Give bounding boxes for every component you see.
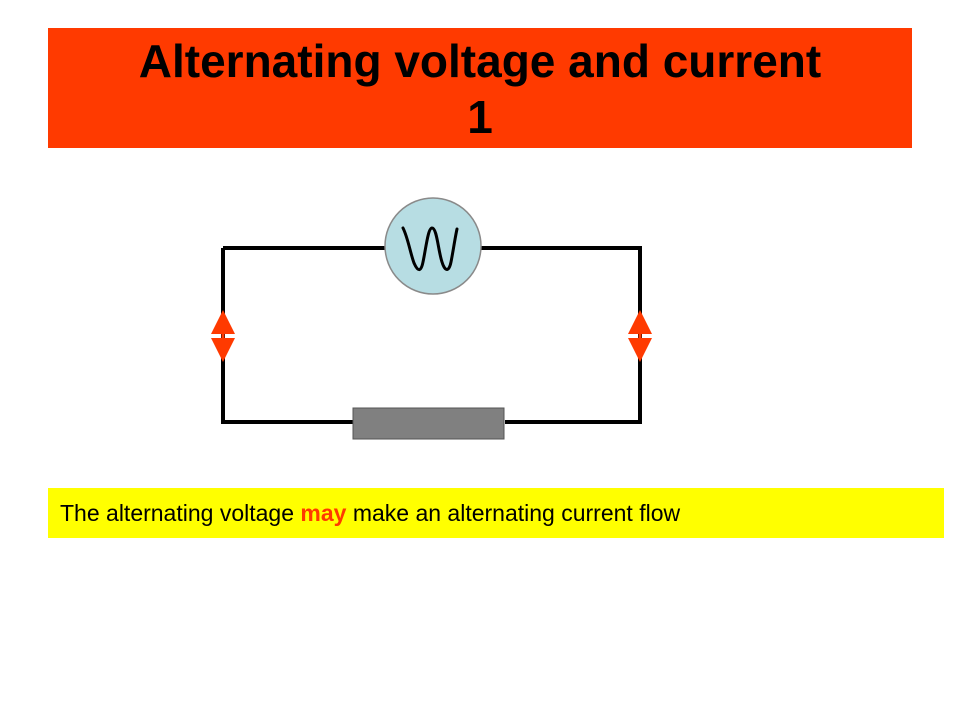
caption-banner: The alternating voltage may make an alte…	[48, 488, 944, 538]
ac-source-icon	[384, 197, 482, 295]
title-banner: Alternating voltage and current 1	[48, 28, 912, 148]
caption-text-end: make an alternating current flow	[346, 499, 681, 526]
resistor	[352, 407, 505, 440]
caption-emphasis-may: may	[300, 499, 347, 526]
caption-text-start: The alternating voltage	[60, 499, 301, 526]
sine-wave-icon	[401, 226, 459, 272]
slide-title: Alternating voltage and current 1	[138, 35, 822, 143]
